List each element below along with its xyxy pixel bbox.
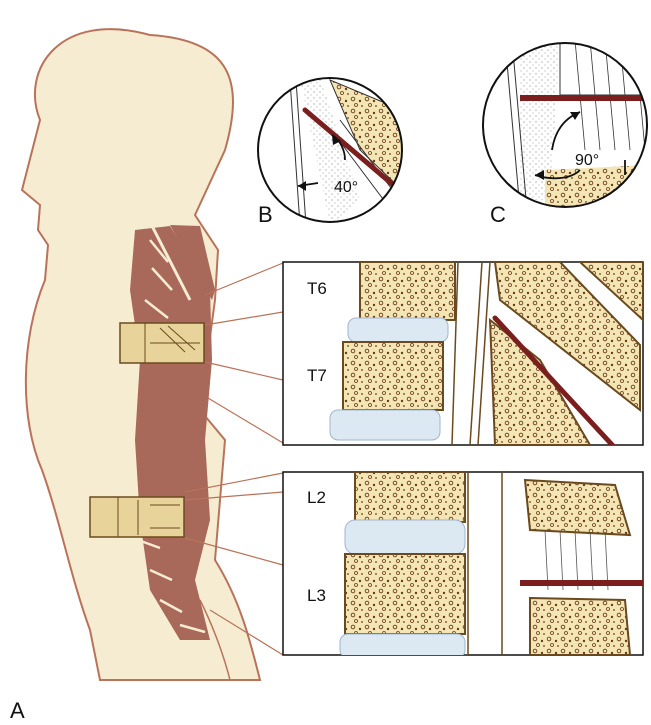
thoracic-highlight	[120, 323, 204, 363]
label-l2: L2	[307, 488, 326, 507]
intervertebral-disc-l2-l3	[345, 520, 465, 554]
panel-label-a: A	[10, 698, 25, 723]
vertebral-body-t7	[343, 342, 443, 410]
label-t6: T6	[307, 279, 327, 298]
angle-label-90: 90°	[575, 152, 599, 169]
lumbar-highlight	[90, 497, 184, 537]
angle-label-40: 40°	[334, 179, 358, 196]
thoracic-detail-panel: T6 T7	[283, 262, 643, 448]
inset-c-90-degree: 90°	[483, 40, 650, 210]
intervertebral-disc-t6-t7	[348, 318, 448, 342]
label-t7: T7	[307, 366, 327, 385]
lumbar-detail-panel: L2 L3	[283, 472, 643, 658]
inset-b-40-degree: 40°	[258, 78, 405, 225]
vertebral-body-t6	[360, 262, 455, 320]
label-l3: L3	[307, 586, 326, 605]
panel-label-c: C	[490, 202, 506, 227]
panel-label-b: B	[258, 202, 273, 227]
vertebral-body-l3	[345, 554, 465, 634]
vertebral-body-l2	[355, 472, 465, 522]
